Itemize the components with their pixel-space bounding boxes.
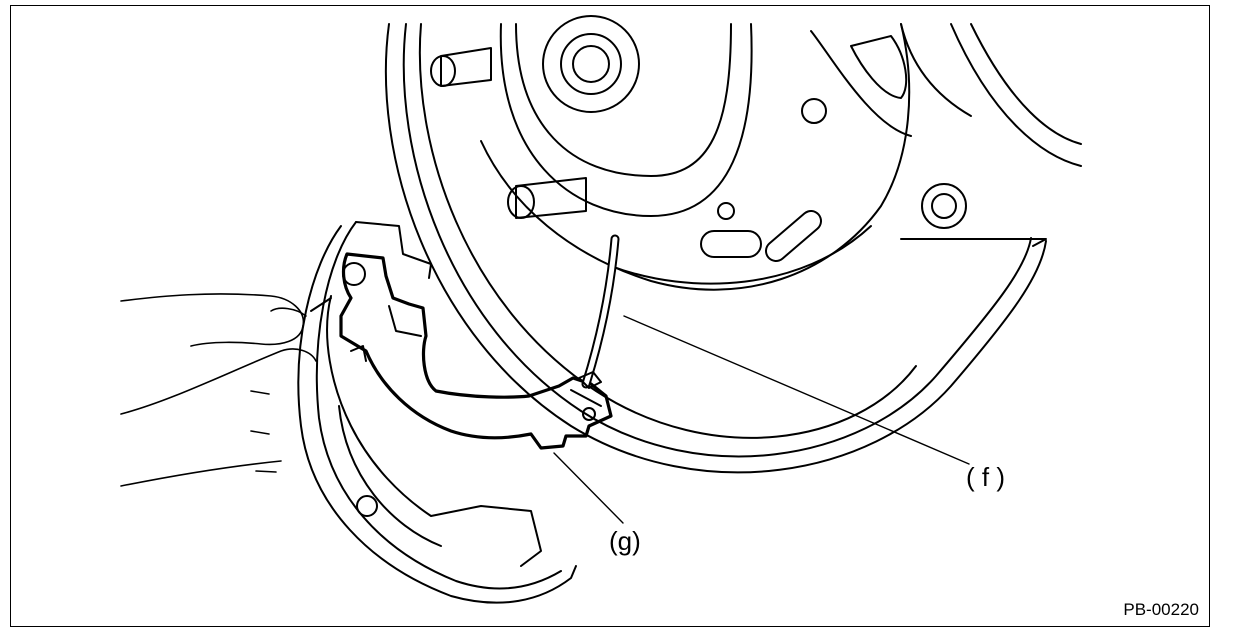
callout-f-parking-brake-cable: ( f )	[966, 462, 1005, 492]
leader-line-f	[623, 315, 970, 465]
leader-line-g	[553, 452, 624, 524]
parking-brake-cable	[578, 234, 620, 389]
wheel-studs	[430, 47, 587, 219]
figure-id: PB-00220	[1123, 600, 1199, 619]
brake-diagram-figure: ( f ) (g) PB-00220	[10, 5, 1210, 627]
leader-lines	[553, 315, 970, 524]
brake-shoe	[297, 221, 577, 604]
wheel-hub	[499, 15, 753, 217]
brake-shoe-illustration	[120, 15, 1082, 604]
callout-g-parking-brake-lever: (g)	[609, 526, 641, 556]
plate-holes	[700, 30, 967, 262]
parking-brake-lever	[339, 252, 613, 450]
backing-plate	[384, 23, 1082, 474]
hand	[120, 293, 317, 487]
